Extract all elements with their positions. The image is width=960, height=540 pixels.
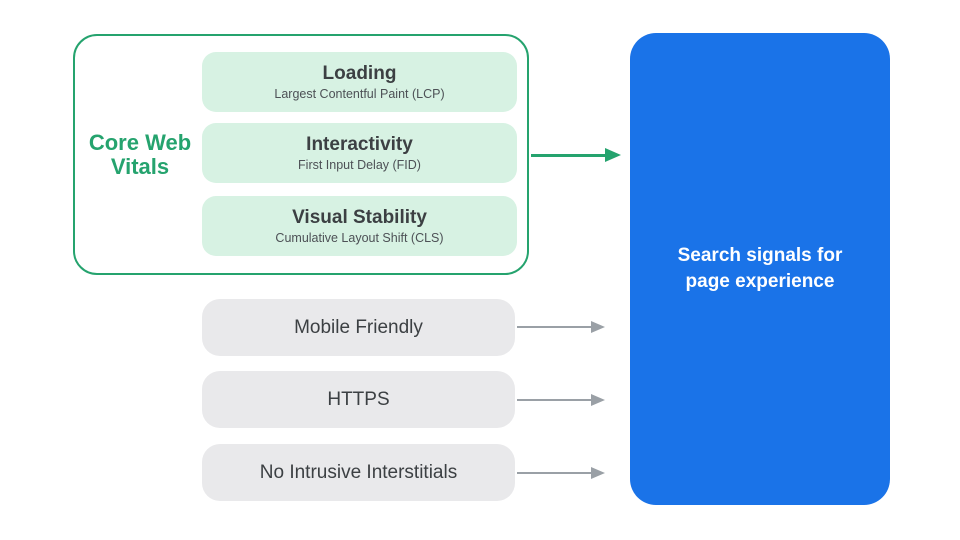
vital-box-visual-stability: Visual Stability Cumulative Layout Shift… [202,196,517,256]
vital-subtitle-cls: Cumulative Layout Shift (CLS) [275,230,444,245]
search-signals-label: Search signals for page experience [677,245,843,292]
search-signals-panel: Search signals for page experience [630,33,890,505]
signal-box-no-intrusive-interstitials: No Intrusive Interstitials [202,444,515,501]
vital-subtitle-fid: First Input Delay (FID) [298,157,421,172]
arrow-head [591,394,605,406]
vital-title-visual-stability: Visual Stability [292,206,427,228]
core-web-vitals-label: Core Web Vitals [88,129,192,179]
vital-title-interactivity: Interactivity [306,133,413,155]
signal-box-mobile-friendly: Mobile Friendly [202,299,515,356]
arrow-head [591,321,605,333]
vital-subtitle-lcp: Largest Contentful Paint (LCP) [274,86,445,101]
arrow-shaft [517,472,593,474]
arrow-head [605,148,621,162]
arrow-shaft [517,326,593,328]
vital-box-loading: Loading Largest Contentful Paint (LCP) [202,52,517,112]
arrow-shaft [517,399,593,401]
vital-box-interactivity: Interactivity First Input Delay (FID) [202,123,517,183]
vital-title-loading: Loading [322,62,397,84]
arrow-shaft [531,153,607,157]
signal-box-https: HTTPS [202,371,515,428]
arrow-head [591,467,605,479]
